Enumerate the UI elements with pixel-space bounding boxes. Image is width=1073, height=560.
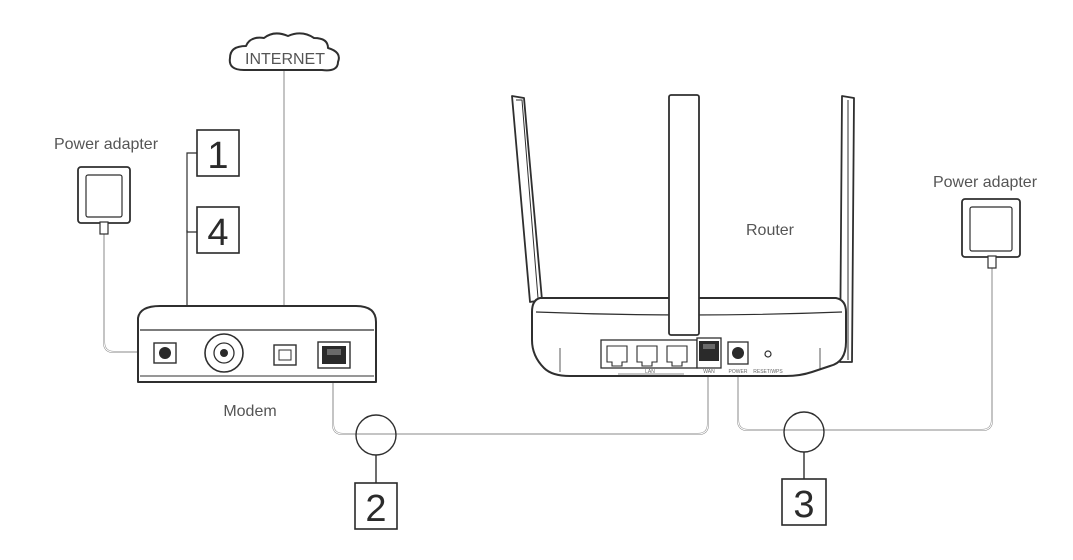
- step-4-box: 4: [196, 206, 240, 254]
- router-antenna-left: [511, 95, 543, 303]
- step-2-box: [354, 482, 398, 530]
- modem-ethernet-port: [317, 341, 351, 369]
- step-2-callout: 2: [354, 414, 398, 530]
- step-3-box: [781, 478, 827, 526]
- power-adapter-right-label: Power adapter: [933, 174, 1038, 191]
- modem-power-port: [153, 342, 177, 364]
- router-lan-label: LAN: [645, 369, 655, 375]
- router: LAN WAN POWER RESET/WPS Router: [511, 94, 855, 377]
- power-adapter-left: Power adapter: [54, 136, 159, 235]
- modem-dsl-port: [273, 344, 297, 366]
- router-label: Router: [746, 222, 795, 239]
- step-3-number: 3: [793, 484, 814, 526]
- router-antenna-right: [839, 95, 855, 363]
- router-lan-ports: LAN: [600, 339, 698, 375]
- modem-label: Modem: [223, 403, 276, 420]
- power-adapter-right: Power adapter: [933, 174, 1038, 269]
- router-power-label: POWER: [729, 369, 748, 375]
- step-1-box: 1: [196, 129, 240, 177]
- step-4-number: 4: [207, 212, 228, 254]
- router-reset-button: RESET/WPS: [753, 350, 783, 375]
- cables: [103, 69, 993, 435]
- step-3-callout: 3: [781, 411, 827, 526]
- router-wan-label: WAN: [703, 369, 715, 375]
- internet-cloud: INTERNET: [228, 32, 340, 72]
- router-power-port: POWER: [727, 341, 749, 375]
- router-reset-label: RESET/WPS: [753, 369, 783, 375]
- step-2-number: 2: [365, 488, 386, 530]
- internet-label: INTERNET: [245, 51, 325, 68]
- router-wan-port: WAN: [696, 337, 722, 375]
- modem: Modem: [137, 305, 377, 420]
- step-1-number: 1: [207, 135, 228, 177]
- power-adapter-left-label: Power adapter: [54, 136, 159, 153]
- router-antenna-middle: [668, 94, 700, 336]
- modem-power-button: [204, 333, 244, 373]
